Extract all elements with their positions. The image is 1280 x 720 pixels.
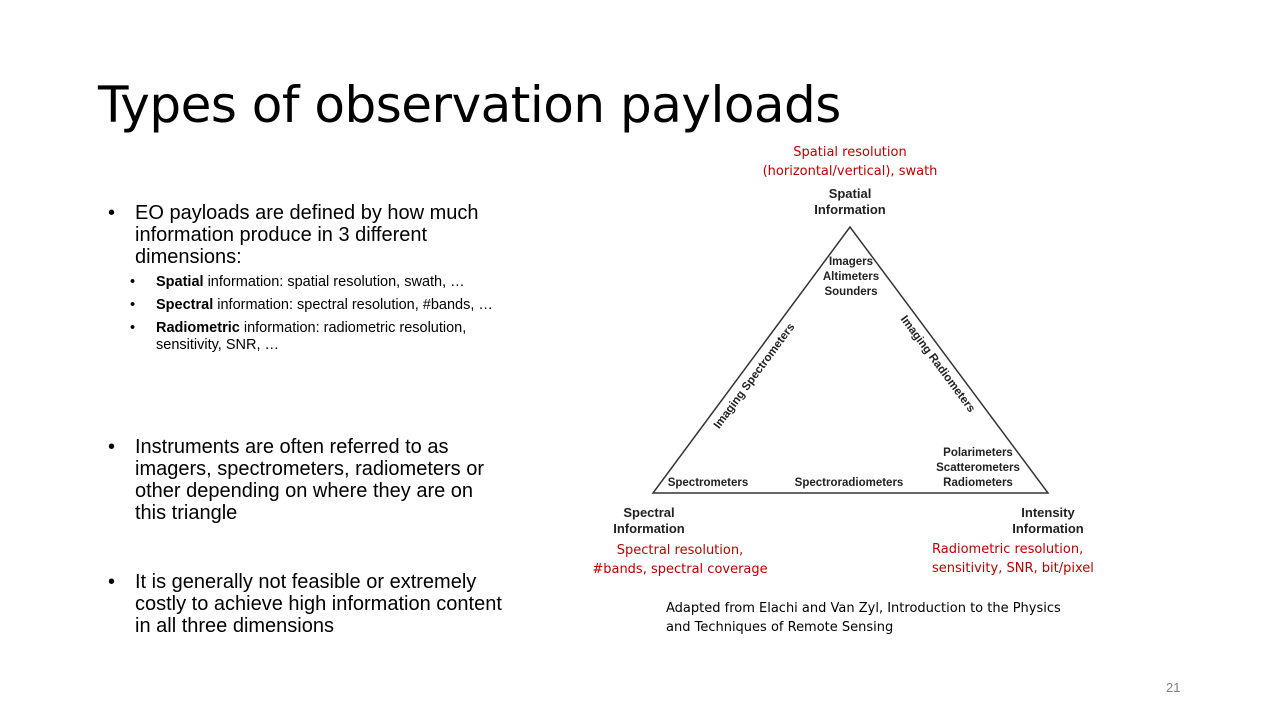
spatial-resolution-note: Spatial resolution (horizontal/vertical)… — [750, 143, 950, 181]
corner-spectral-information: Spectral Information — [599, 505, 699, 537]
bullet-feasibility: It is generally not feasible or extremel… — [108, 571, 508, 637]
sub-bullet-spectral: Spectral information: spectral resolutio… — [108, 297, 508, 314]
corner-line: Information — [613, 521, 685, 536]
corner-line: Intensity — [1021, 505, 1075, 520]
instrument-label: Imagers — [828, 256, 874, 268]
corner-line: Spatial — [828, 186, 872, 201]
sub-bullet-list: Spatial information: spatial resolution,… — [108, 274, 508, 354]
source-caption: Adapted from Elachi and Van Zyl, Introdu… — [666, 599, 1061, 637]
note-line: #bands, spectral coverage — [592, 562, 768, 577]
bottom-left-instrument: Spectrometers — [667, 477, 749, 489]
note-line: Radiometric resolution, — [932, 542, 1084, 557]
spectral-resolution-note: Spectral resolution, #bands, spectral co… — [590, 541, 770, 579]
caption-line: and Techniques of Remote Sensing — [666, 620, 894, 635]
bullet-block-3: It is generally not feasible or extremel… — [108, 571, 508, 637]
triangle-outline — [651, 225, 1050, 494]
sub-bullet-bold: Spatial — [156, 274, 204, 290]
bottom-mid-instrument: Spectroradiometers — [794, 477, 904, 489]
top-inner-instruments: Imagers Altimeters Sounders — [801, 255, 901, 300]
corner-line: Information — [1012, 521, 1084, 536]
radiometric-resolution-note: Radiometric resolution, sensitivity, SNR… — [932, 540, 1107, 578]
note-line: (horizontal/vertical), swath — [762, 164, 938, 179]
note-line: Spatial resolution — [793, 145, 907, 160]
slide-title: Types of observation payloads — [98, 76, 841, 134]
page-number: 21 — [1166, 680, 1181, 695]
bullet-block-2: Instruments are often referred to as ima… — [108, 436, 508, 524]
sub-bullet-radiometric: Radiometric information: radiometric res… — [108, 320, 508, 354]
right-inner-instruments: Polarimeters Scatterometers Radiometers — [918, 446, 1038, 491]
corner-line: Information — [814, 202, 886, 217]
instrument-label: Polarimeters — [943, 447, 1013, 459]
corner-intensity-information: Intensity Information — [998, 505, 1098, 537]
instrument-label: Sounders — [824, 286, 878, 298]
left-edge-label: Imaging Spectrometers — [712, 321, 798, 431]
sub-bullet-text: information: spectral resolution, #bands… — [213, 297, 493, 313]
note-line: sensitivity, SNR, bit/pixel — [932, 561, 1094, 576]
sub-bullet-spatial: Spatial information: spatial resolution,… — [108, 274, 508, 291]
sub-bullet-text: information: radiometric resolution, sen… — [156, 320, 467, 353]
right-edge-label: Imaging Radiometers — [898, 314, 977, 415]
caption-line: Adapted from Elachi and Van Zyl, Introdu… — [666, 601, 1061, 616]
instrument-label: Radiometers — [943, 477, 1013, 489]
bullet-block-1: EO payloads are defined by how much info… — [108, 202, 508, 360]
sub-bullet-text: information: spatial resolution, swath, … — [203, 274, 465, 290]
instrument-label: Scatterometers — [936, 462, 1020, 474]
note-line: Spectral resolution, — [616, 543, 744, 558]
corner-line: Spectral — [623, 505, 675, 520]
sub-bullet-bold: Spectral — [156, 297, 214, 313]
sub-bullet-bold: Radiometric — [156, 320, 240, 336]
instrument-label: Altimeters — [822, 271, 880, 283]
corner-spatial-information: Spatial Information — [800, 186, 900, 218]
bullet-eo-payloads: EO payloads are defined by how much info… — [108, 202, 508, 268]
bullet-instruments: Instruments are often referred to as ima… — [108, 436, 508, 524]
